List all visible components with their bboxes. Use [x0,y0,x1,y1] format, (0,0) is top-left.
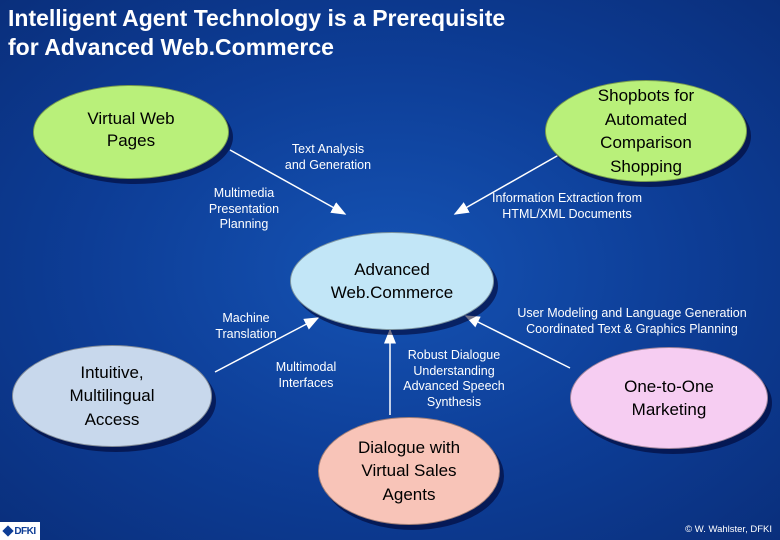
node-advanced-webcommerce: Advanced Web.Commerce [290,232,494,330]
label-text-analysis: Text Analysis and Generation [284,142,372,172]
title-line-2: for Advanced Web.Commerce [8,34,334,60]
slide-title: Intelligent Agent Technology is a Prereq… [8,4,768,62]
node-one-to-one-marketing: One-to-One Marketing [570,347,768,449]
node-shopbots: Shopbots for Automated Comparison Shoppi… [545,80,747,182]
edge-virtual-web-pages [229,149,347,215]
label-robust-dialogue: Robust Dialogue Understanding Advanced S… [403,348,505,409]
copyright-notice: © W. Wahlster, DFKI [685,524,772,535]
title-line-1: Intelligent Agent Technology is a Prereq… [8,5,506,31]
label-information-extraction: Information Extraction from HTML/XML Doc… [491,191,643,221]
label-machine-translation: Machine Translation [215,311,277,341]
logo-mark-icon [2,525,14,537]
label-multimedia: Multimedia Presentation Planning [208,186,280,231]
node-dialogue-sales-agents: Dialogue with Virtual Sales Agents [318,417,500,525]
dfki-logo: DFKI [0,522,40,540]
node-intuitive-access: Intuitive, Multilingual Access [12,345,212,447]
node-virtual-web-pages: Virtual Web Pages [33,85,229,179]
edge-intuitive-access [214,317,320,373]
label-multimodal: Multimodal Interfaces [275,360,337,390]
edge-one-to-one [464,315,571,369]
label-user-modeling: User Modeling and Language Generation Co… [517,306,747,336]
